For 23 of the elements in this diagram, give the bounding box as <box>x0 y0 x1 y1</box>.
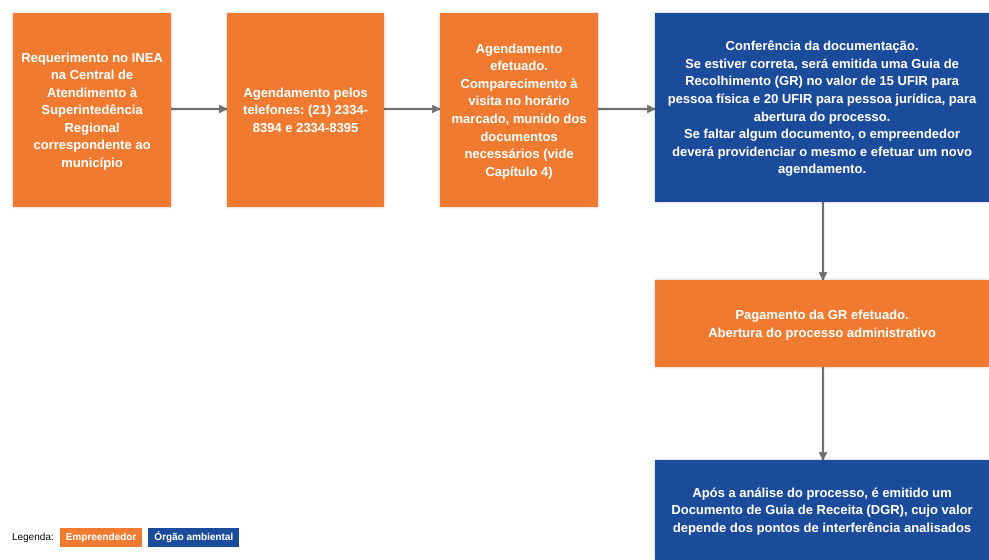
legend-swatch: Empreendedor <box>60 528 142 547</box>
box-text: Após a análise do processo, é emitido um Documento de Guia de Receita (DGR), cujo valor depende dos pontos de interferência analisados <box>670 484 974 536</box>
box-text: Se faltar algum documento, o empreendedor deverá providenciar o mesmo e efetuar um novo agendamento. <box>671 125 973 178</box>
arrow <box>818 367 828 461</box>
process-box <box>655 13 989 202</box>
process-box <box>655 280 989 367</box>
process-box <box>440 13 598 207</box>
box-text: Agendamento pelos telefones: (21) 2334-8394 e 2334-8395 <box>242 84 369 136</box>
process-box <box>227 13 384 207</box>
process-box <box>13 13 171 207</box>
box-text: Requerimento no INEA na Central de Atendimento à Superintedência Regional correspondente ao município <box>21 48 163 172</box>
legend-swatch: Órgão ambiental <box>148 528 240 547</box>
box-text: Agendamento efetuado. Comparecimento à visita no horário marcado, munido dos documentos necessários (vide Capítulo 4) <box>450 40 588 180</box>
arrow <box>171 104 228 114</box>
process-box <box>655 460 989 560</box>
box-text: Se estiver correta, será emitida uma Guia de Recolhimento (GR) no valor de 15 UFIR para pessoa física e 20 UFIR para pessoa jurídica, para abertura do processo. <box>666 54 978 126</box>
legend-title: Legenda: <box>12 532 54 543</box>
arrow <box>818 202 828 281</box>
box-text: Abertura do processo administrativo <box>708 324 936 342</box>
arrow <box>384 104 441 114</box>
arrow <box>598 104 656 114</box>
box-text: Pagamento da GR efetuado. <box>735 306 909 324</box>
box-text: Conferência da documentação. <box>726 37 918 55</box>
